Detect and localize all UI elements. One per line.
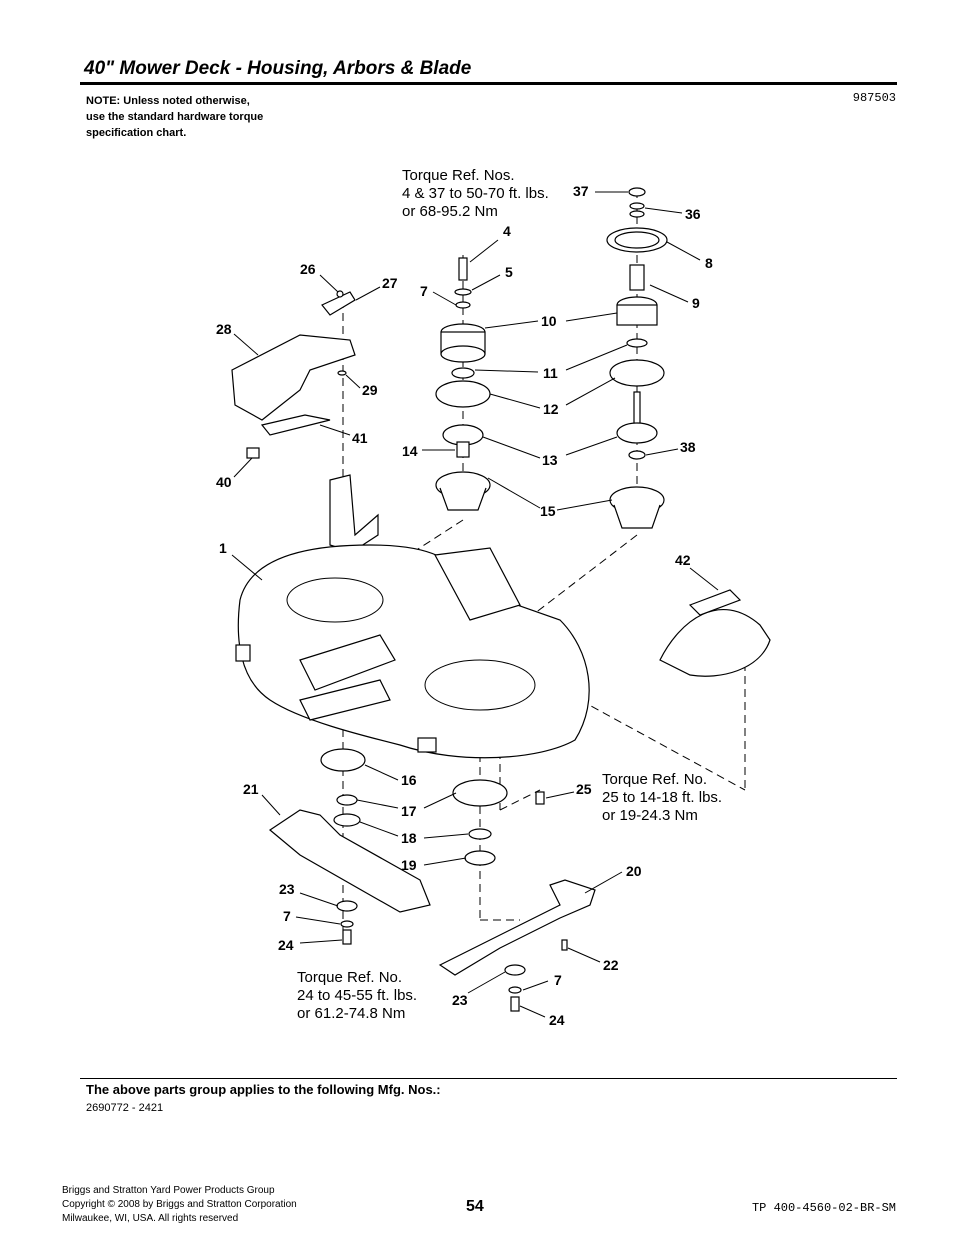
callout-41: 41 [352, 430, 368, 446]
right-arbor-stack [606, 187, 668, 529]
torque-note-upper: Torque Ref. Nos. 4 & 37 to 50-70 ft. lbs… [402, 167, 549, 220]
torque-note-lower: Torque Ref. No. 24 to 45-55 ft. lbs. or … [297, 969, 417, 1022]
callout-13: 13 [542, 452, 558, 468]
callout-28: 28 [216, 321, 232, 337]
note-line: NOTE: Unless noted otherwise, [86, 95, 250, 107]
deck-housing [235, 474, 590, 759]
callout-40: 40 [216, 474, 232, 490]
page-number: 54 [466, 1198, 484, 1215]
mfg-numbers: 2690772 - 2421 [86, 1102, 164, 1114]
callout-24: 24 [278, 937, 294, 953]
callout-22: 22 [603, 957, 619, 973]
callout-10: 10 [541, 313, 557, 329]
callout-7-right: 7 [554, 972, 562, 988]
lower-hardware-right [438, 779, 596, 1012]
callout-labels: 37 36 4 8 5 9 26 27 7 10 28 11 29 12 41 … [216, 183, 713, 1028]
torque-line: or 19-24.3 Nm [602, 807, 698, 824]
callout-24-right: 24 [549, 1012, 565, 1028]
callout-12: 12 [543, 401, 559, 417]
callout-37: 37 [573, 183, 589, 199]
callout-9: 9 [692, 295, 700, 311]
torque-line: Torque Ref. Nos. [402, 167, 515, 184]
callout-21: 21 [243, 781, 259, 797]
callout-38: 38 [680, 439, 696, 455]
torque-line: Torque Ref. No. [297, 969, 402, 986]
callout-18: 18 [401, 830, 417, 846]
callout-25: 25 [576, 781, 592, 797]
callout-15: 15 [540, 503, 556, 519]
callout-26: 26 [300, 261, 316, 277]
callout-17: 17 [401, 803, 417, 819]
footer-copyright: Briggs and Stratton Yard Power Products … [62, 1184, 297, 1226]
callout-23-right: 23 [452, 992, 468, 1008]
baffle [659, 589, 771, 677]
callout-8: 8 [705, 255, 713, 271]
hardware-note: NOTE: Unless noted otherwise, use the st… [86, 93, 336, 141]
applies-rule [80, 1078, 897, 1079]
title-rule [80, 82, 897, 85]
lower-hardware-left [268, 748, 431, 945]
footer-line: Copyright © 2008 by Briggs and Stratton … [62, 1199, 297, 1210]
torque-line: Torque Ref. No. [602, 771, 707, 788]
callout-7-lower: 7 [283, 908, 291, 924]
footer-doc-code: TP 400-4560-02-BR-SM [751, 1201, 896, 1215]
callout-42: 42 [675, 552, 691, 568]
callout-27: 27 [382, 275, 398, 291]
callout-4: 4 [503, 223, 511, 239]
callout-14: 14 [402, 443, 418, 459]
torque-line: or 61.2-74.8 Nm [297, 1005, 405, 1022]
footer-line: Milwaukee, WI, USA. All rights reserved [62, 1213, 239, 1224]
left-arbor-stack [435, 257, 491, 511]
callout-23: 23 [279, 881, 295, 897]
torque-note-right: Torque Ref. No. 25 to 14-18 ft. lbs. or … [602, 771, 722, 824]
document-number: 987503 [852, 91, 896, 105]
torque-line: 24 to 45-55 ft. lbs. [297, 987, 417, 1004]
belt-guard-bracket [231, 290, 356, 459]
callout-11: 11 [543, 365, 558, 381]
note-line: specification chart. [86, 127, 187, 139]
callout-7: 7 [420, 283, 428, 299]
callout-36: 36 [685, 206, 701, 222]
callout-20: 20 [626, 863, 642, 879]
note-line: use the standard hardware torque [86, 111, 264, 123]
torque-line: 25 to 14-18 ft. lbs. [602, 789, 722, 806]
page-title: 40" Mower Deck - Housing, Arbors & Blade [84, 58, 472, 79]
callout-29: 29 [362, 382, 378, 398]
callout-16: 16 [401, 772, 417, 788]
footer-line: Briggs and Stratton Yard Power Products … [62, 1185, 275, 1196]
torque-line: 4 & 37 to 50-70 ft. lbs. [402, 185, 549, 202]
callout-19: 19 [401, 857, 417, 873]
applies-heading: The above parts group applies to the fol… [86, 1082, 441, 1097]
callout-1: 1 [219, 540, 227, 556]
leader-lines [231, 191, 719, 1018]
callout-5: 5 [505, 264, 513, 280]
torque-line: or 68-95.2 Nm [402, 203, 498, 220]
